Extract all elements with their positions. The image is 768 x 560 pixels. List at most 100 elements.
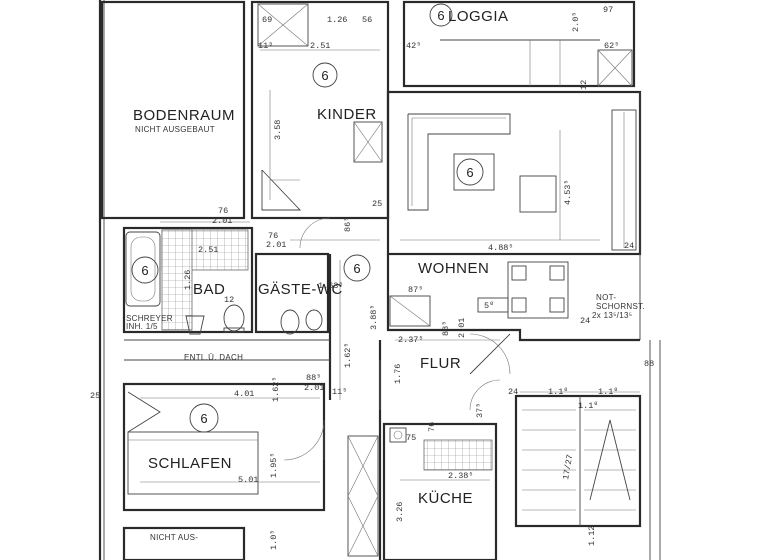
room-marker-loggia: 6 <box>429 3 453 27</box>
living-table <box>453 153 557 213</box>
dim-label: 1.26 <box>327 15 347 25</box>
note-schreyer-sub: INH. 1/5 <box>126 322 158 331</box>
dim-label: 1.95⁵ <box>269 452 279 478</box>
dim-label: 56 <box>362 15 372 25</box>
dim-label: 76 <box>427 422 437 432</box>
room-label-wohnen: WOHNEN <box>418 260 489 277</box>
dim-label: 17/27 <box>561 454 575 481</box>
dim-label: 5⁰ <box>484 301 494 311</box>
dim-label: 3.58 <box>273 120 283 140</box>
bad-tiles-left <box>161 229 193 331</box>
kinder-stair <box>261 169 302 211</box>
bed <box>127 431 259 495</box>
dim-label: 12 <box>579 80 589 90</box>
dim-label: 88⁵ <box>441 321 451 336</box>
note-entl: ENTL.Ü. DACH <box>184 353 243 362</box>
dim-label: 1.12 <box>587 526 597 546</box>
room-marker-bad: 6 <box>131 256 159 284</box>
room-marker-flur: 6 <box>343 254 371 282</box>
dim-label: 2.51 <box>198 245 218 255</box>
dim-label: 1.1⁰ <box>598 387 618 397</box>
room-marker-kinder: 6 <box>312 62 338 88</box>
room-label-kinder: KINDER <box>317 106 377 123</box>
schlafen-wardrobe-diag <box>127 391 161 433</box>
sink-wc <box>305 309 323 331</box>
sink-bad <box>185 315 205 335</box>
dim-label: 2.01 <box>266 240 286 250</box>
room-marker-wohnen: 6 <box>456 158 484 186</box>
room-label-loggia: LOGGIA <box>448 8 509 25</box>
kueche-tiles <box>423 439 493 471</box>
note-notschornst: NOT- <box>596 293 616 302</box>
dim-label: 69 <box>262 15 272 25</box>
dim-label: 1.63⁵ <box>318 281 344 291</box>
stair-top-kinder <box>257 3 309 47</box>
dim-label: 2.01 <box>457 318 467 338</box>
dim-label: 87⁵ <box>408 285 423 295</box>
dim-label: 2.01 <box>304 383 324 393</box>
dim-label: 25 <box>372 199 382 209</box>
dim-label: 11⁵ <box>332 387 347 397</box>
schlafen-door-swing <box>283 419 325 461</box>
dim-label: 12 <box>224 295 234 305</box>
dim-label: 1.0⁵ <box>269 530 279 550</box>
room-label-flur: FLUR <box>420 355 461 372</box>
room-label-bad: BAD <box>193 281 225 298</box>
dim-label: 2.51 <box>310 41 330 51</box>
dim-label: 2.38⁵ <box>448 471 474 481</box>
room-label-kueche: KÜCHE <box>418 489 473 507</box>
dim-label: 1.76 <box>393 364 403 384</box>
dim-label: 75 <box>406 433 416 443</box>
dim-label: 24 <box>508 387 518 397</box>
dim-label: 5.01 <box>238 475 258 485</box>
dim-label: 1.1⁰ <box>578 401 598 411</box>
room-label-schlafen: SCHLAFEN <box>148 455 232 472</box>
room-note-bodenraum: NICHT AUSGEBAUT <box>135 125 215 134</box>
sink-kitchen <box>389 427 407 443</box>
living-shelf <box>611 109 637 251</box>
room-marker-schlafen-text: 6 <box>200 411 207 426</box>
dim-label: 3.88⁵ <box>369 304 379 330</box>
dim-label: 4.01 <box>234 389 254 399</box>
dim-label: 1.62⁵ <box>343 342 353 368</box>
note-notschornst-dim: 2x 13⁵/13⁵ <box>592 311 632 320</box>
toilet-wc <box>280 309 300 335</box>
dim-label: 1.1⁰ <box>548 387 568 397</box>
room-label-nicht-aus: NICHT AUS- <box>150 533 198 542</box>
dim-label: 88 <box>644 359 654 369</box>
kitchen-cabinet <box>347 435 379 557</box>
note-notschornst2: SCHORNST. <box>596 302 645 311</box>
dim-label: 4.88⁵ <box>488 243 514 253</box>
room-marker-loggia-text: 6 <box>437 8 444 23</box>
dim-label: 1.26 <box>183 270 193 290</box>
room-marker-schlafen: 6 <box>189 403 219 433</box>
dim-label: 11⁵ <box>258 41 273 51</box>
note-schreyer: SCHREYER <box>126 314 173 323</box>
dim-label: 4.53⁵ <box>563 179 573 205</box>
dim-label: 24 <box>580 316 590 326</box>
dim-label: 76 <box>268 231 278 241</box>
room-label-gaeste-wc: GÄSTE-WC <box>258 281 343 298</box>
dim-label: 88⁵ <box>306 373 321 383</box>
living-sofa <box>407 113 511 211</box>
door-swings <box>299 217 511 411</box>
stairwell <box>522 396 636 526</box>
dim-label: 76 <box>218 206 228 216</box>
dim-label: 2.37⁵ <box>398 335 424 345</box>
kinder-wardrobe <box>353 121 383 163</box>
flur-cabinet <box>389 295 509 327</box>
bathtub <box>125 231 161 307</box>
dim-label: 86⁵ <box>343 217 353 232</box>
dim-label: 25 <box>90 391 100 401</box>
room-marker-bad-text: 6 <box>141 263 148 278</box>
dining-table <box>507 261 569 319</box>
room-marker-wohnen-text: 6 <box>466 165 473 180</box>
dim-label: 37⁵ <box>475 403 485 418</box>
dim-label: 3.26 <box>395 502 405 522</box>
room-marker-kinder-text: 6 <box>321 68 328 83</box>
dim-label: 97 <box>603 5 613 15</box>
dim-label: 1.62⁵ <box>271 376 281 402</box>
dim-label: 24 <box>624 241 634 251</box>
toilet-bad <box>223 304 245 333</box>
